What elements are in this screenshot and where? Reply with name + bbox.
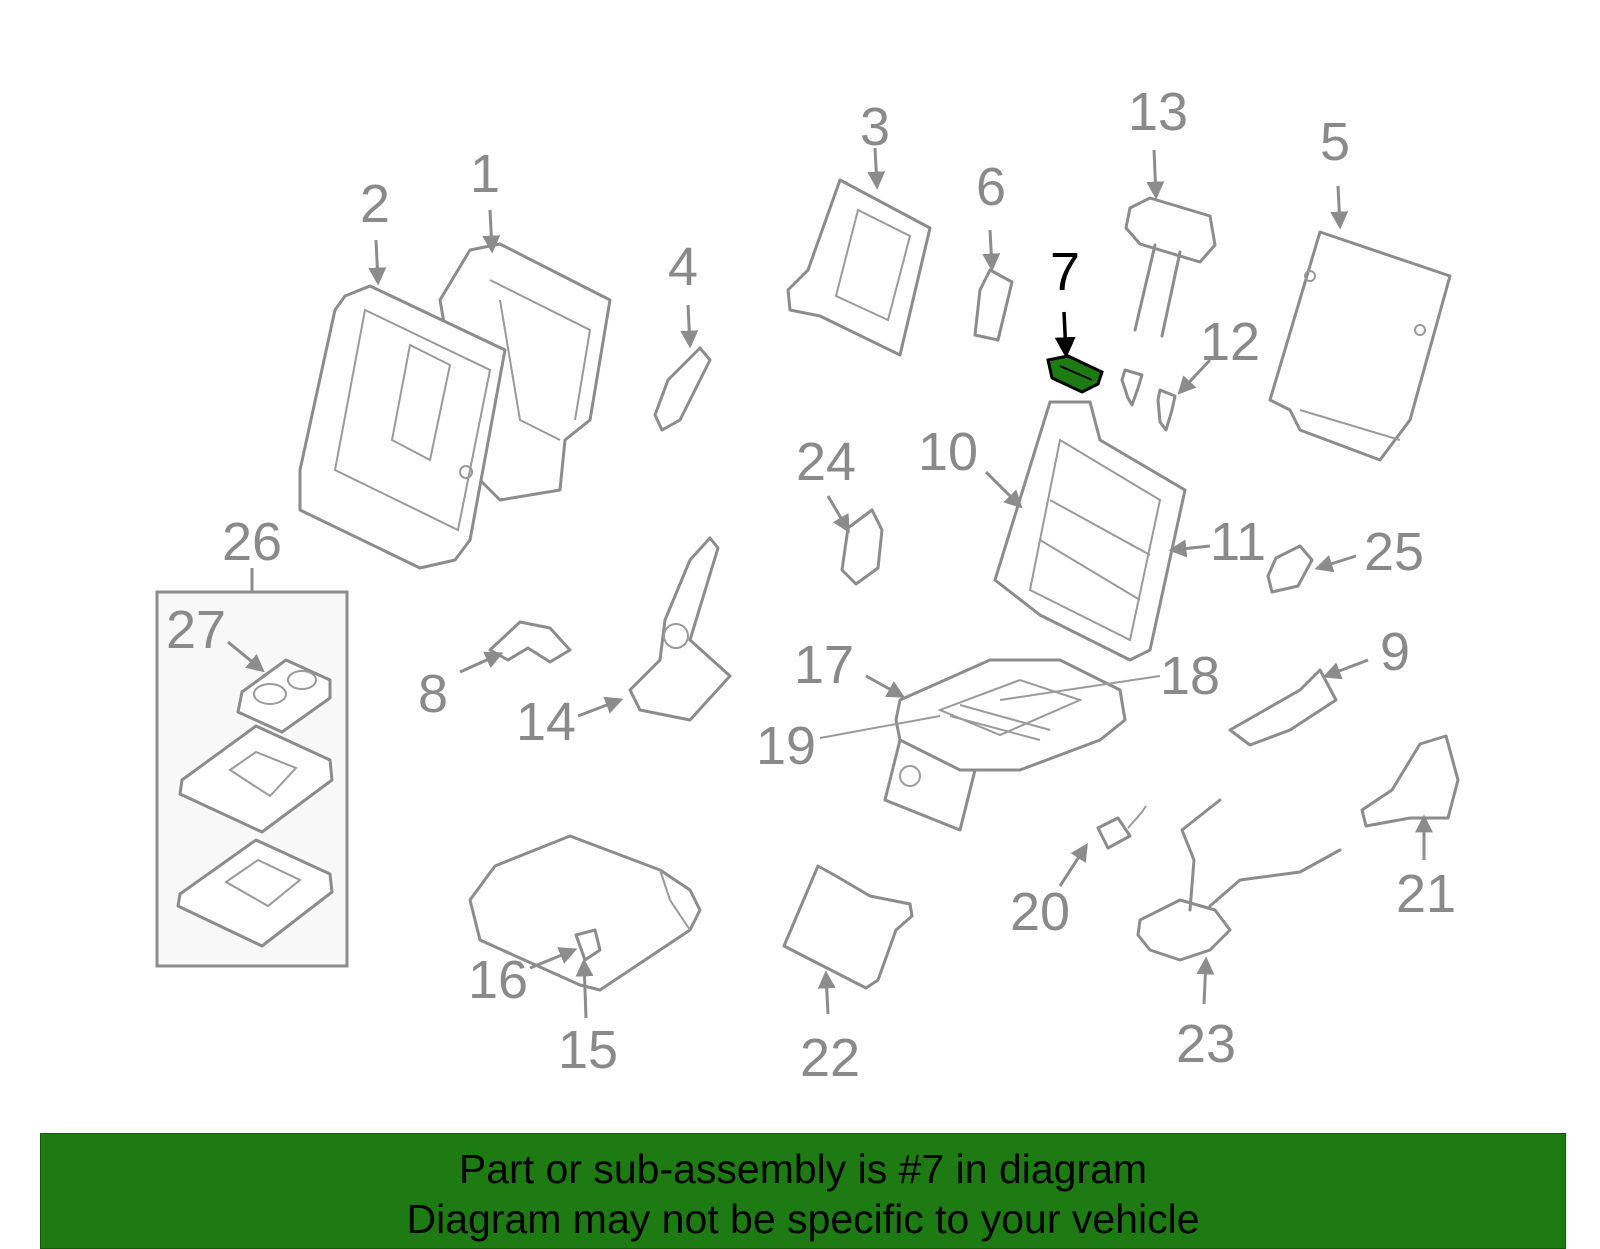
banner-line-2: Diagram may not be specific to your vehi… <box>406 1196 1200 1242</box>
part-6-bracket[interactable]: 6 <box>973 157 1014 342</box>
part-14-recliner[interactable]: 14 <box>516 536 732 752</box>
label-11: 11 <box>1210 512 1266 572</box>
part-4-latch[interactable]: 4 <box>653 237 712 432</box>
part-22-bin[interactable]: 22 <box>782 864 914 1088</box>
label-22: 22 <box>800 1028 860 1088</box>
part-27-cup-holder[interactable]: 27 <box>166 600 332 734</box>
label-14: 14 <box>516 692 576 752</box>
label-12: 12 <box>1200 312 1260 372</box>
label-16: 16 <box>468 950 528 1010</box>
part-8-hinge[interactable]: 8 <box>418 620 572 724</box>
part-5-rear-panel[interactable]: 5 <box>1268 112 1452 462</box>
label-17: 17 <box>794 635 854 695</box>
part-19-pointer: 19 <box>756 715 941 776</box>
part-3-panel[interactable]: 3 <box>786 97 932 357</box>
label-9: 9 <box>1380 622 1410 682</box>
label-27: 27 <box>166 600 226 660</box>
label-18: 18 <box>1160 646 1220 706</box>
part-7-highlighted[interactable]: 7 <box>1046 242 1104 394</box>
part-10-seat-back-frame[interactable]: 10 <box>918 400 1187 662</box>
label-20: 20 <box>1010 882 1070 942</box>
part-23-track[interactable]: 23 <box>1136 798 1342 1074</box>
label-25: 25 <box>1364 522 1424 582</box>
part-21-cover[interactable]: 21 <box>1360 734 1460 924</box>
part-26-armrest-kit[interactable]: 26 <box>155 512 349 968</box>
part-2-seat-back-cover[interactable]: 2 <box>298 174 507 570</box>
label-23: 23 <box>1176 1014 1236 1074</box>
label-24: 24 <box>796 432 856 492</box>
part-12-guides[interactable]: 12 <box>1120 312 1260 432</box>
label-8: 8 <box>418 664 448 724</box>
banner-line-1: Part or sub-assembly is #7 in diagram <box>458 1146 1148 1192</box>
label-26: 26 <box>222 512 282 572</box>
label-1: 1 <box>470 144 500 204</box>
part-24-trim-cap[interactable]: 24 <box>796 432 884 586</box>
label-21: 21 <box>1396 864 1456 924</box>
label-5: 5 <box>1320 112 1350 172</box>
part-25-cap[interactable]: 25 <box>1266 522 1424 594</box>
part-18-pointer: 18 <box>999 646 1220 706</box>
label-3: 3 <box>860 97 890 157</box>
info-banner: Part or sub-assembly is #7 in diagram Di… <box>40 1133 1566 1249</box>
part-11-pointer: 11 <box>1168 512 1266 572</box>
label-15: 15 <box>558 1020 618 1080</box>
label-19: 19 <box>756 716 816 776</box>
part-9-hinge-bracket[interactable]: 9 <box>1228 622 1410 747</box>
label-13: 13 <box>1128 82 1188 142</box>
label-4: 4 <box>668 237 698 297</box>
label-6: 6 <box>976 157 1006 217</box>
part-20-sensor[interactable]: 20 <box>1010 805 1147 942</box>
part-15-seat-cushion[interactable]: 15 <box>468 834 702 1080</box>
part-13-headrest[interactable]: 13 <box>1124 82 1217 338</box>
label-7: 7 <box>1050 242 1080 302</box>
part-16-pointer: 16 <box>468 947 578 1010</box>
label-10: 10 <box>918 422 978 482</box>
label-2: 2 <box>360 174 390 234</box>
part-17-seat-frame[interactable]: 17 <box>794 635 1127 832</box>
